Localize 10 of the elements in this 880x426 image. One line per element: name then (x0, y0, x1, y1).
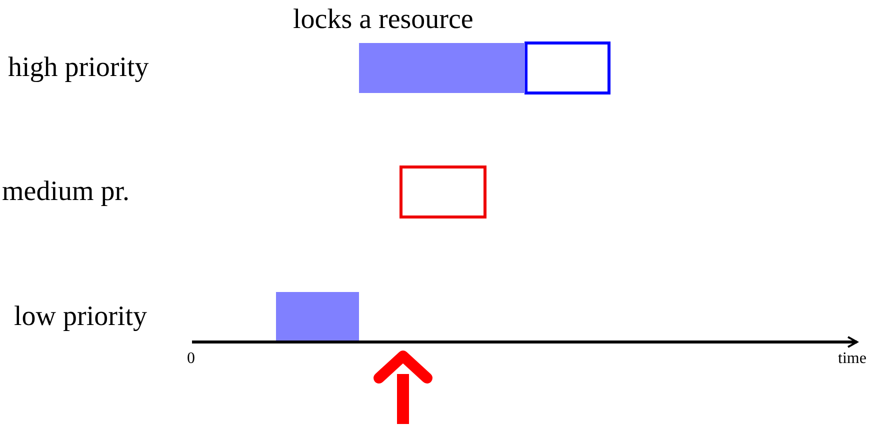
annotation-text: locks a resource (293, 6, 474, 34)
row-label: medium pr. (2, 178, 130, 206)
task-outline (524, 42, 610, 94)
row-label: low priority (14, 303, 147, 331)
task-bar (276, 292, 359, 342)
row-label: high priority (8, 54, 149, 82)
axis-title: time (838, 351, 866, 367)
task-outline (400, 166, 486, 218)
axis-tick-label: 0 (187, 351, 195, 367)
task-bar (359, 43, 525, 93)
